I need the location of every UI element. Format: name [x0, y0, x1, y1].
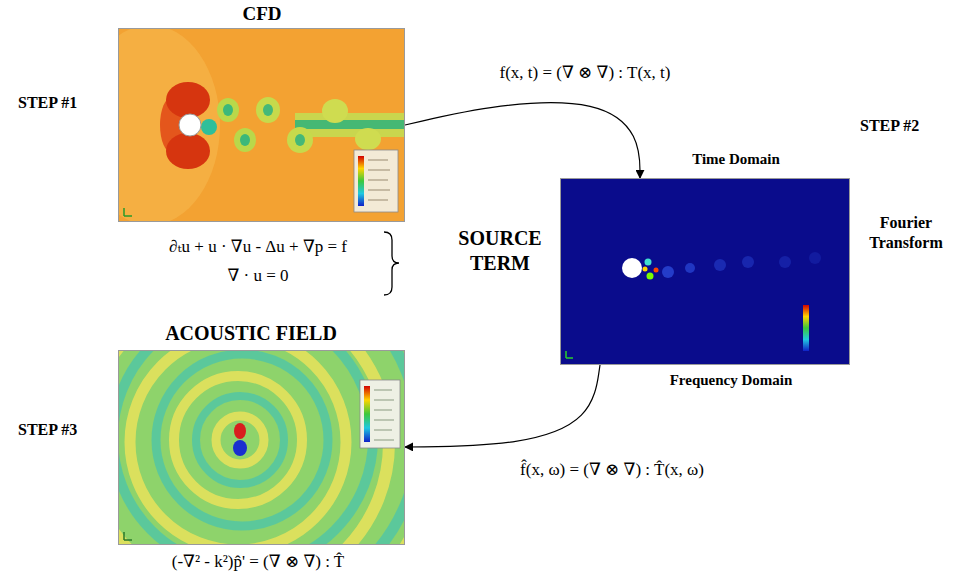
step-label: STEP #1	[18, 93, 77, 113]
step-label: STEP #3	[18, 420, 77, 440]
text-holder: STEP #2	[860, 116, 919, 136]
cylinder	[179, 114, 201, 136]
vortex	[217, 98, 239, 122]
source-term-field	[560, 178, 850, 365]
wave-ring	[216, 416, 264, 464]
legend-box	[354, 150, 398, 212]
domain-label: Frequency Domain	[670, 371, 793, 390]
high-velocity-bottom	[166, 133, 210, 169]
colorbar-ticks	[368, 160, 390, 200]
legend-box	[360, 380, 400, 448]
high-velocity-top	[166, 82, 210, 118]
wake-band	[295, 113, 405, 137]
panel-title: ACOUSTIC FIELD	[165, 321, 337, 346]
wave-ring	[118, 350, 373, 545]
equation: (-∇² - k²)p̂' = (∇ ⊗ ∇) : T̂	[172, 551, 344, 572]
vortex	[355, 128, 381, 150]
equation: ∂ₜu + u · ∇u - Δu + ∇p = f	[169, 236, 347, 257]
vortex	[201, 119, 217, 135]
text-holder: SOURCE TERM	[444, 226, 556, 276]
vortex-core	[240, 134, 250, 146]
wave-ring	[196, 396, 284, 484]
wave-ring	[118, 350, 405, 545]
upstream-region	[118, 28, 220, 222]
flow-arrow	[405, 103, 640, 178]
source-peak	[643, 267, 648, 272]
wave-ring	[118, 350, 405, 545]
source-peak	[647, 273, 654, 280]
pressure-trough	[233, 440, 247, 456]
vortex-core	[295, 134, 305, 146]
text-holder: (-∇² - k²)p̂' = (∇ ⊗ ∇) : T̂	[172, 551, 344, 572]
wave-ring	[130, 350, 346, 545]
text-holder: f(x, t) = (∇ ⊗ ∇) : T(x, t)	[497, 62, 674, 83]
axis-icon	[124, 208, 132, 216]
source-ground	[560, 178, 850, 365]
vortex	[234, 128, 256, 152]
colorbar	[358, 156, 364, 206]
vortex	[256, 97, 280, 123]
text-holder: ∂ₜu + u · ∇u - Δu + ∇p = f	[169, 236, 347, 257]
wake-core	[295, 120, 405, 129]
text-holder: ACOUSTIC FIELD	[165, 321, 337, 346]
step-label: STEP #2	[860, 116, 919, 136]
text-holder: Frequency Domain	[670, 371, 793, 390]
text-holder: STEP #3	[18, 420, 77, 440]
source-term-panel: Time DomainFrequency Domain	[560, 178, 850, 365]
source-blob	[809, 252, 821, 264]
pressure-peak	[234, 423, 246, 439]
wave-ring	[118, 350, 389, 545]
stage-label: SOURCE TERM	[444, 226, 556, 276]
colorbar	[803, 305, 809, 351]
wave-ring	[156, 354, 328, 526]
flow-arrow	[405, 365, 600, 447]
colorbar	[364, 386, 370, 442]
axis-icon	[566, 351, 573, 358]
cfd-flow-field	[118, 28, 405, 222]
operation-label: Fourier Transform	[856, 213, 956, 253]
source-blob	[662, 266, 674, 278]
source-peak	[654, 268, 659, 273]
cfd-panel: CFD	[118, 28, 405, 222]
source-peak	[645, 259, 652, 266]
colorbar-ticks	[374, 390, 394, 440]
edge-equation: f̂(x, ω) = (∇ ⊗ ∇) : T̂(x, ω)	[517, 459, 707, 480]
wave-ring	[174, 376, 302, 504]
equation: ∇ · u = 0	[227, 265, 288, 286]
text-holder: STEP #1	[18, 93, 77, 113]
source-blob	[685, 263, 695, 273]
source-blob	[779, 256, 791, 268]
edge-equation: f(x, t) = (∇ ⊗ ∇) : T(x, t)	[497, 62, 674, 83]
domain-label: Time Domain	[692, 150, 780, 169]
cylinder	[622, 258, 642, 278]
vortex-core	[223, 104, 233, 116]
text-holder: CFD	[242, 2, 281, 26]
axis-icon	[124, 532, 132, 540]
vortex	[322, 99, 348, 123]
acoustic-field	[118, 350, 405, 545]
text-holder: Time Domain	[692, 150, 780, 169]
text-holder: Fourier Transform	[856, 213, 956, 253]
vortex	[287, 127, 313, 153]
text-holder: ∇ · u = 0	[227, 265, 288, 286]
text-holder: f̂(x, ω) = (∇ ⊗ ∇) : T̂(x, ω)	[517, 459, 707, 480]
wave-ring	[118, 350, 405, 545]
source-blob	[742, 256, 754, 268]
panel-title: CFD	[242, 2, 281, 26]
acoustic-field-panel: ACOUSTIC FIELD	[118, 350, 405, 545]
vortex-core	[263, 104, 273, 116]
wave-rings	[118, 350, 405, 545]
source-blob	[714, 259, 726, 271]
equation-brace	[384, 232, 399, 295]
